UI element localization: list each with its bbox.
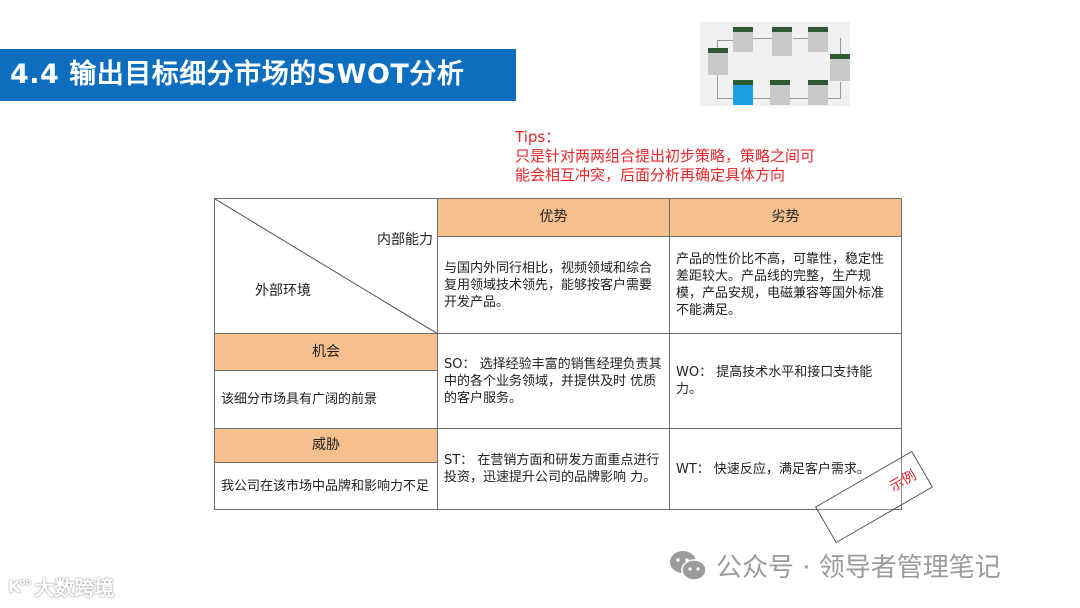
wechat-watermark: 公众号 · 领导者管理笔记 [668,547,1001,584]
wt-strategy-cell: WT： 快速反应，满足客户需求。 [669,428,902,510]
step-box [770,85,790,105]
corner-cell: 内部能力 外部环境 [214,198,438,334]
process-flow-thumbnail [700,22,850,106]
tips-line-1: 只是针对两两组合提出初步策略，策略之间可 [515,147,816,165]
step-box-highlighted [733,85,753,105]
weaknesses-header: 劣势 [669,198,902,237]
tips-note: Tips： 只是针对两两组合提出初步策略，策略之间可 能会相互冲突，后面分析再确… [515,128,815,185]
wechat-icon [670,550,707,581]
opportunities-cell: 该细分市场具有广阔的前景 [214,370,438,429]
wechat-account-label: 公众号 · 领导者管理笔记 [716,553,1001,583]
so-strategy-cell: SO： 选择经验丰富的销售经理负责其 中的各个业务领域，并提供及时 优质的客户服… [437,333,670,429]
tips-label: Tips： [515,128,561,146]
strengths-cell: 与国内外同行相比，视频领域和综合复用领域技术领先，能够按客户需要开发产品。 [437,236,670,334]
step-box [772,32,792,56]
brand-logo-icon: K°° [8,577,32,596]
step-box [708,53,728,75]
step-box [733,32,753,52]
threats-header: 威胁 [214,428,438,463]
external-environment-label: 外部环境 [255,283,311,299]
slide-title: 4.4 输出目标细分市场的SWOT分析 [0,49,516,101]
opportunities-header: 机会 [214,333,438,371]
diagonal-divider [215,199,438,334]
weaknesses-cell: 产品的性价比不高，可靠性，稳定性差距较大。产品线的完整，生产规模，产品安规，电磁… [669,236,902,334]
step-box [808,85,828,105]
strengths-header: 优势 [437,198,670,237]
step-box [830,59,850,81]
brand-watermark: K°° 大数跨境 [8,572,114,601]
st-strategy-cell: ST： 在营销方面和研发方面重点进行 投资，迅速提升公司的品牌影响 力。 [437,428,670,510]
brand-name: 大数跨境 [34,576,115,600]
example-stamp-label: 示例 [886,467,920,496]
tips-line-2: 能会相互冲突，后面分析再确定具体方向 [515,166,786,184]
wo-strategy-cell: WO： 提高技术水平和接口支持能力。 [669,333,902,429]
step-box [808,32,828,52]
internal-capability-label: 内部能力 [377,232,433,248]
swot-table: 内部能力 外部环境 优势 劣势 与国内外同行相比，视频领域和综合复用领域技术领先… [214,198,902,510]
threats-cell: 我公司在该市场中品牌和影响力不足 [214,462,438,510]
